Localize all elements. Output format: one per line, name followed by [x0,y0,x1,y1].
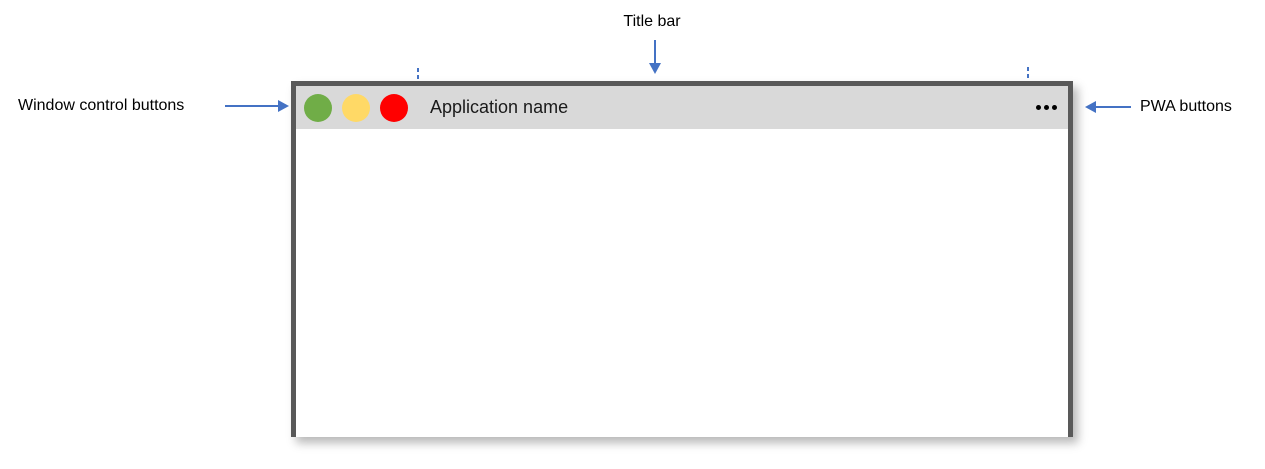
ellipsis-dot [1036,105,1041,110]
web-app-content-area [296,129,1068,437]
arrow-head-right-icon [278,100,289,112]
window-controls-arrow [225,100,289,112]
title-bar[interactable]: Application name [296,86,1068,129]
arrow-shaft [225,105,278,107]
title-bar-arrow [649,40,661,74]
arrow-shaft [1096,106,1131,108]
app-window: Application name [291,81,1073,437]
ellipsis-dot [1044,105,1049,110]
window-control-red-button[interactable] [380,93,408,122]
application-name: Application name [430,97,569,117]
title-bar-label: Title bar [623,13,681,30]
arrow-shaft [654,40,656,63]
ellipsis-icon[interactable] [1036,105,1057,110]
pwa-buttons-arrow [1085,101,1131,113]
arrow-head-left-icon [1085,101,1096,113]
arrow-head-down-icon [649,63,661,74]
pwa-buttons-label: PWA buttons [1140,98,1232,115]
window-control-buttons [304,93,408,122]
window-control-green-button[interactable] [304,93,332,122]
window-control-buttons-label: Window control buttons [18,97,185,114]
ellipsis-dot [1052,105,1057,110]
window-control-yellow-button[interactable] [342,93,370,122]
